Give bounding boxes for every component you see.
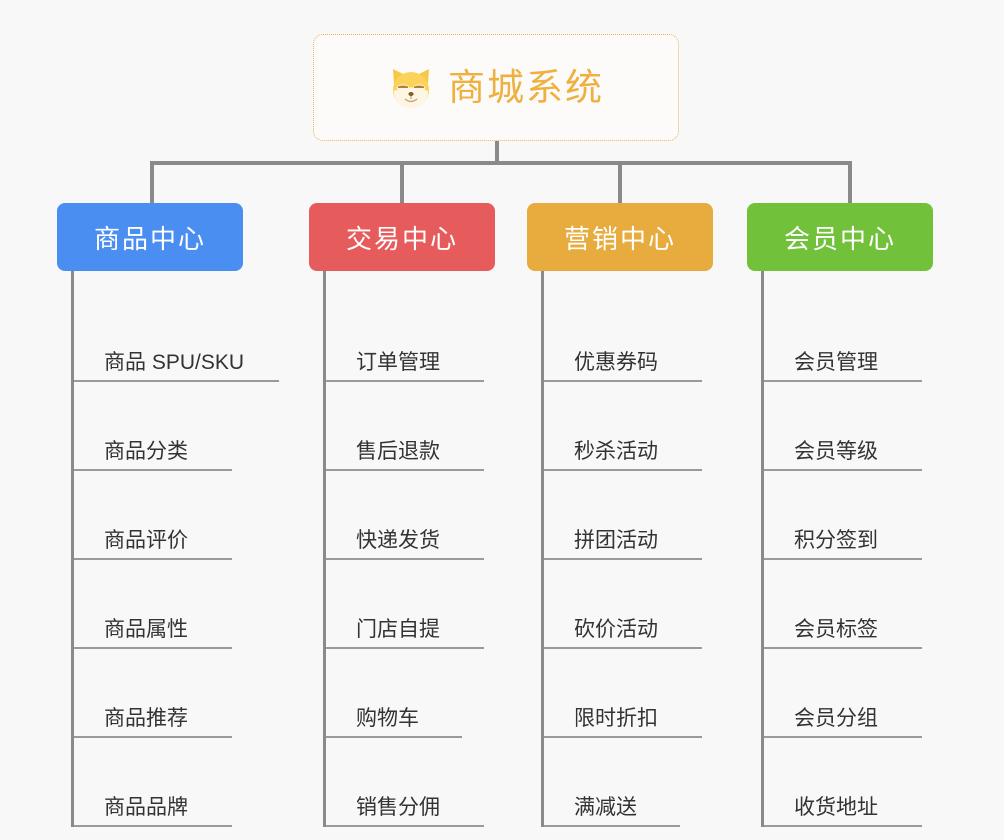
category-box-trade-center[interactable]: 交易中心 [309,203,495,271]
list-item[interactable]: 门店自提 [326,560,539,649]
list-item[interactable]: 商品分类 [74,382,287,471]
leaf-label: 销售分佣 [356,796,440,819]
leaf-rule [764,825,922,827]
leaf-label: 收货地址 [794,796,878,819]
connector-drop-member-center [848,161,852,203]
list-item[interactable]: 秒杀活动 [544,382,757,471]
leaf-rule [764,647,922,649]
connector-drop-marketing-center [618,161,622,203]
leaf-rule [764,558,922,560]
leaf-list-product-center: 商品 SPU/SKU 商品分类 商品评价 商品属性 商品推荐 商品品牌 [71,271,287,827]
branch-marketing-center: 营销中心 优惠券码 秒杀活动 拼团活动 砍价活动 限时折扣 [527,203,757,827]
leaf-rule [74,469,232,471]
list-item[interactable]: 商品属性 [74,560,287,649]
leaf-rule [544,558,702,560]
leaf-list-trade-center: 订单管理 售后退款 快递发货 门店自提 购物车 销售分佣 [323,271,539,827]
list-item[interactable]: 商品品牌 [74,738,287,827]
leaf-rule [74,558,232,560]
category-label: 会员中心 [783,223,896,254]
leaf-label: 快递发货 [356,529,440,552]
list-item[interactable]: 拼团活动 [544,471,757,560]
connector-root-stem [495,141,499,163]
list-item[interactable]: 限时折扣 [544,649,757,738]
connector-bus-bar [150,161,850,165]
category-box-member-center[interactable]: 会员中心 [747,203,933,271]
leaf-label: 砍价活动 [574,618,658,641]
leaf-rule [326,736,462,738]
list-item[interactable]: 积分签到 [764,471,977,560]
leaf-label: 优惠券码 [574,351,658,374]
list-item[interactable]: 快递发货 [326,471,539,560]
list-item[interactable]: 收货地址 [764,738,977,827]
leaf-label: 拼团活动 [574,529,658,552]
leaf-rule [544,825,680,827]
list-item[interactable]: 会员分组 [764,649,977,738]
list-item[interactable]: 满减送 [544,738,757,827]
leaf-rule [544,380,702,382]
leaf-label: 秒杀活动 [574,440,658,463]
leaf-label: 商品属性 [104,618,188,641]
list-item[interactable]: 砍价活动 [544,560,757,649]
leaf-rule [74,736,232,738]
leaf-label: 会员分组 [794,707,878,730]
list-item[interactable]: 销售分佣 [326,738,539,827]
list-item[interactable]: 购物车 [326,649,539,738]
leaf-label: 商品评价 [104,529,188,552]
leaf-label: 购物车 [356,707,419,730]
category-label: 营销中心 [563,223,676,254]
list-item[interactable]: 会员管理 [764,293,977,382]
leaf-rule [74,647,232,649]
category-label: 商品中心 [93,223,206,254]
list-item[interactable]: 会员等级 [764,382,977,471]
leaf-rule [326,825,484,827]
leaf-list-member-center: 会员管理 会员等级 积分签到 会员标签 会员分组 收货地址 [761,271,977,827]
branch-member-center: 会员中心 会员管理 会员等级 积分签到 会员标签 会员分组 [747,203,977,827]
leaf-label: 积分签到 [794,529,878,552]
leaf-rule [326,469,484,471]
leaf-list-marketing-center: 优惠券码 秒杀活动 拼团活动 砍价活动 限时折扣 满减送 [541,271,757,827]
leaf-label: 会员标签 [794,618,878,641]
leaf-label: 订单管理 [356,351,440,374]
list-item[interactable]: 商品 SPU/SKU [74,293,287,382]
leaf-rule [544,736,702,738]
category-label: 交易中心 [345,223,458,254]
leaf-rule [326,647,484,649]
branch-trade-center: 交易中心 订单管理 售后退款 快递发货 门店自提 购物车 [309,203,539,827]
root-node[interactable]: 商城系统 [313,34,679,141]
leaf-label: 商品推荐 [104,707,188,730]
leaf-rule [544,647,702,649]
connector-drop-product-center [150,161,154,203]
leaf-label: 商品品牌 [104,796,188,819]
leaf-label: 会员等级 [794,440,878,463]
leaf-rule [326,558,484,560]
list-item[interactable]: 订单管理 [326,293,539,382]
leaf-label: 满减送 [574,796,637,819]
category-box-marketing-center[interactable]: 营销中心 [527,203,713,271]
branch-product-center: 商品中心 商品 SPU/SKU 商品分类 商品评价 商品属性 商品推荐 [57,203,287,827]
connector-drop-trade-center [400,161,404,203]
list-item[interactable]: 商品评价 [74,471,287,560]
category-box-product-center[interactable]: 商品中心 [57,203,243,271]
leaf-rule [74,380,279,382]
leaf-label: 商品 SPU/SKU [104,351,245,374]
leaf-label: 门店自提 [356,618,440,641]
root-title: 商城系统 [448,67,604,108]
leaf-rule [764,380,922,382]
leaf-rule [764,469,922,471]
leaf-label: 会员管理 [794,351,878,374]
list-item[interactable]: 优惠券码 [544,293,757,382]
leaf-label: 限时折扣 [574,707,658,730]
list-item[interactable]: 会员标签 [764,560,977,649]
leaf-label: 售后退款 [356,440,440,463]
shiba-dog-icon [388,65,434,111]
leaf-label: 商品分类 [104,440,188,463]
leaf-rule [764,736,922,738]
leaf-rule [74,825,232,827]
leaf-rule [544,469,702,471]
leaf-rule [326,380,484,382]
list-item[interactable]: 售后退款 [326,382,539,471]
list-item[interactable]: 商品推荐 [74,649,287,738]
